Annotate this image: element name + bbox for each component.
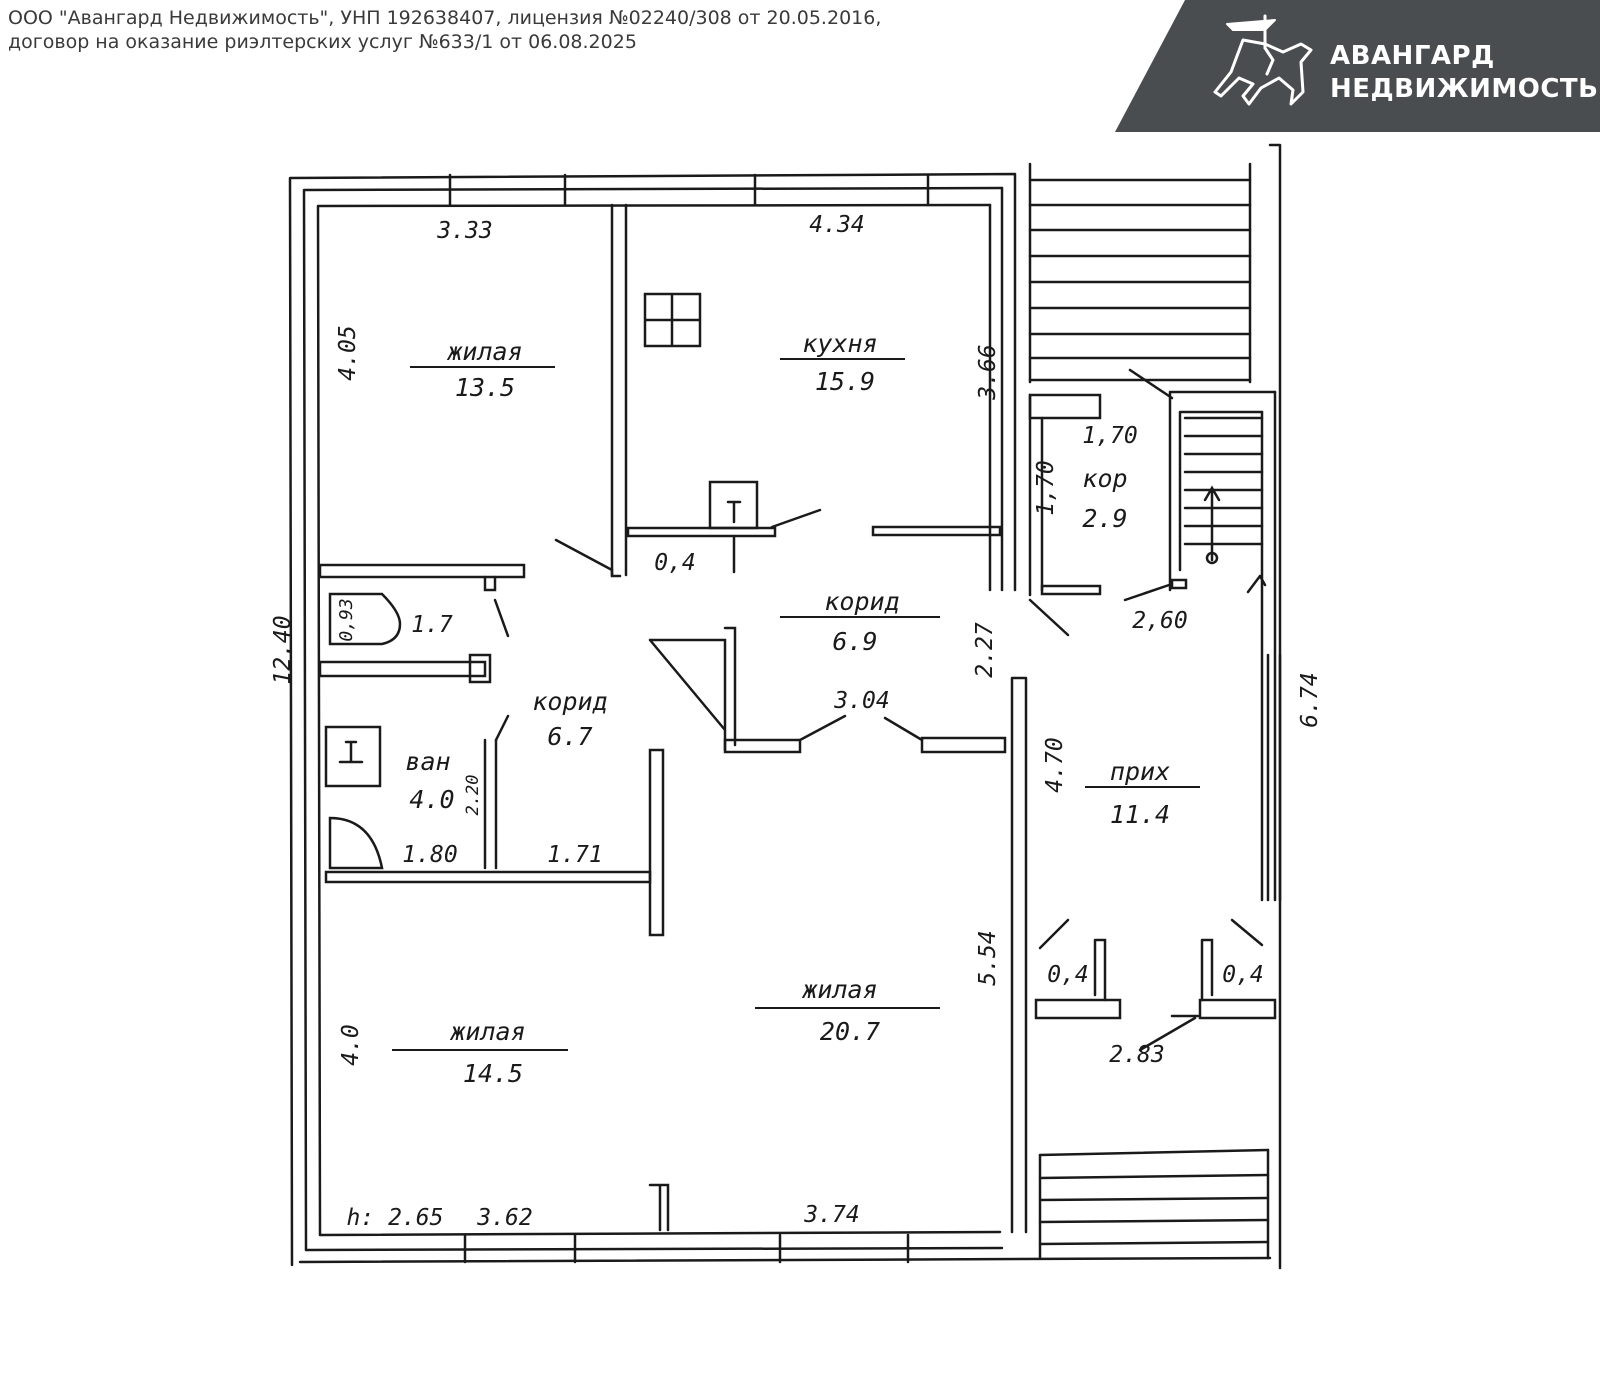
dimension-kitchen-height: 3.66 <box>975 344 1001 400</box>
room-bath-name: ван <box>405 747 450 776</box>
knight-on-horse-icon <box>1213 14 1313 106</box>
room-hall-name: прих <box>1110 757 1170 786</box>
dimension-total-height: 12.40 <box>270 615 296 684</box>
dimension-living-middle-width: 3.74 <box>803 1202 859 1228</box>
dimension-wc-area: 1.7 <box>411 612 453 638</box>
agency-disclaimer: ООО "Авангард Недвижимость", УНП 1926384… <box>8 6 881 54</box>
plan-labels: жилая 13.5 кухня 15.9 кор 2.9 корид 6.9 … <box>270 212 1323 1231</box>
dimension-hall-total-height: 6.74 <box>1297 672 1323 727</box>
room-corridor-left-area: 6.7 <box>547 722 592 751</box>
dimension-hall-niche-left: 0,4 <box>1047 962 1089 988</box>
brand-name: АВАНГАРД НЕДВИЖИМОСТЬ <box>1330 40 1598 106</box>
dimension-corridor-height: 1,70 <box>1033 460 1059 515</box>
dimension-hall-niche-right: 0,4 <box>1222 962 1264 988</box>
dimension-hall-width-bottom: 2.83 <box>1109 1042 1164 1068</box>
room-living-middle-area: 20.7 <box>820 1017 880 1046</box>
dimension-ceiling-height: h: 2.65 <box>347 1205 444 1231</box>
room-corridor-main-name: корид <box>824 587 899 616</box>
dimension-bath-width: 1.80 <box>402 842 457 868</box>
plan-walls <box>288 143 1282 1270</box>
dimension-living-top-width: 3.33 <box>436 218 492 244</box>
dimension-hall-height: 4.70 <box>1042 737 1068 792</box>
room-bath-area: 4.0 <box>409 785 454 814</box>
brand-name-line-1: АВАНГАРД <box>1330 41 1495 71</box>
brand-name-line-2: НЕДВИЖИМОСТЬ <box>1330 74 1599 104</box>
room-living-top-name: жилая <box>446 337 522 366</box>
room-corridor-small-name: кор <box>1082 464 1127 493</box>
room-kitchen-name: кухня <box>802 329 877 358</box>
disclaimer-line-1: ООО "Авангард Недвижимость", УНП 1926384… <box>8 7 882 29</box>
disclaimer-line-2: договор на оказание риэлтерских услуг №6… <box>8 31 637 53</box>
dimension-wc-width: 0,93 <box>336 598 357 641</box>
dimension-bath-height: 2.20 <box>463 775 483 816</box>
dimension-corridor-left-width: 1.71 <box>547 842 602 868</box>
dimension-corridor-width: 1,70 <box>1082 423 1137 449</box>
room-corridor-left-name: корид <box>532 687 607 716</box>
room-corridor-small-area: 2.9 <box>1082 504 1127 533</box>
room-living-bottom-name: жилая <box>449 1017 525 1046</box>
dimension-corridor-main-height: 2.27 <box>972 622 998 678</box>
room-living-bottom-area: 14.5 <box>463 1059 523 1088</box>
dimension-living-bottom-width: 3.62 <box>476 1205 532 1231</box>
dimension-living-top-height: 4.05 <box>335 325 361 380</box>
dimension-kitchen-width: 4.34 <box>809 212 864 238</box>
dimension-living-bottom-height: 4.0 <box>338 1024 364 1066</box>
room-living-middle-name: жилая <box>801 975 877 1004</box>
brand-banner <box>1115 0 1600 132</box>
room-living-top-area: 13.5 <box>455 373 515 402</box>
dimension-living-middle-height: 5.54 <box>975 930 1001 985</box>
dimension-kitchen-niche: 0,4 <box>654 550 696 576</box>
room-hall-area: 11.4 <box>1110 800 1170 829</box>
dimension-living-middle-width-top: 3.04 <box>833 688 889 714</box>
room-corridor-main-area: 6.9 <box>832 627 877 656</box>
dimension-hall-width-top: 2,60 <box>1132 608 1187 634</box>
room-kitchen-area: 15.9 <box>815 367 875 396</box>
